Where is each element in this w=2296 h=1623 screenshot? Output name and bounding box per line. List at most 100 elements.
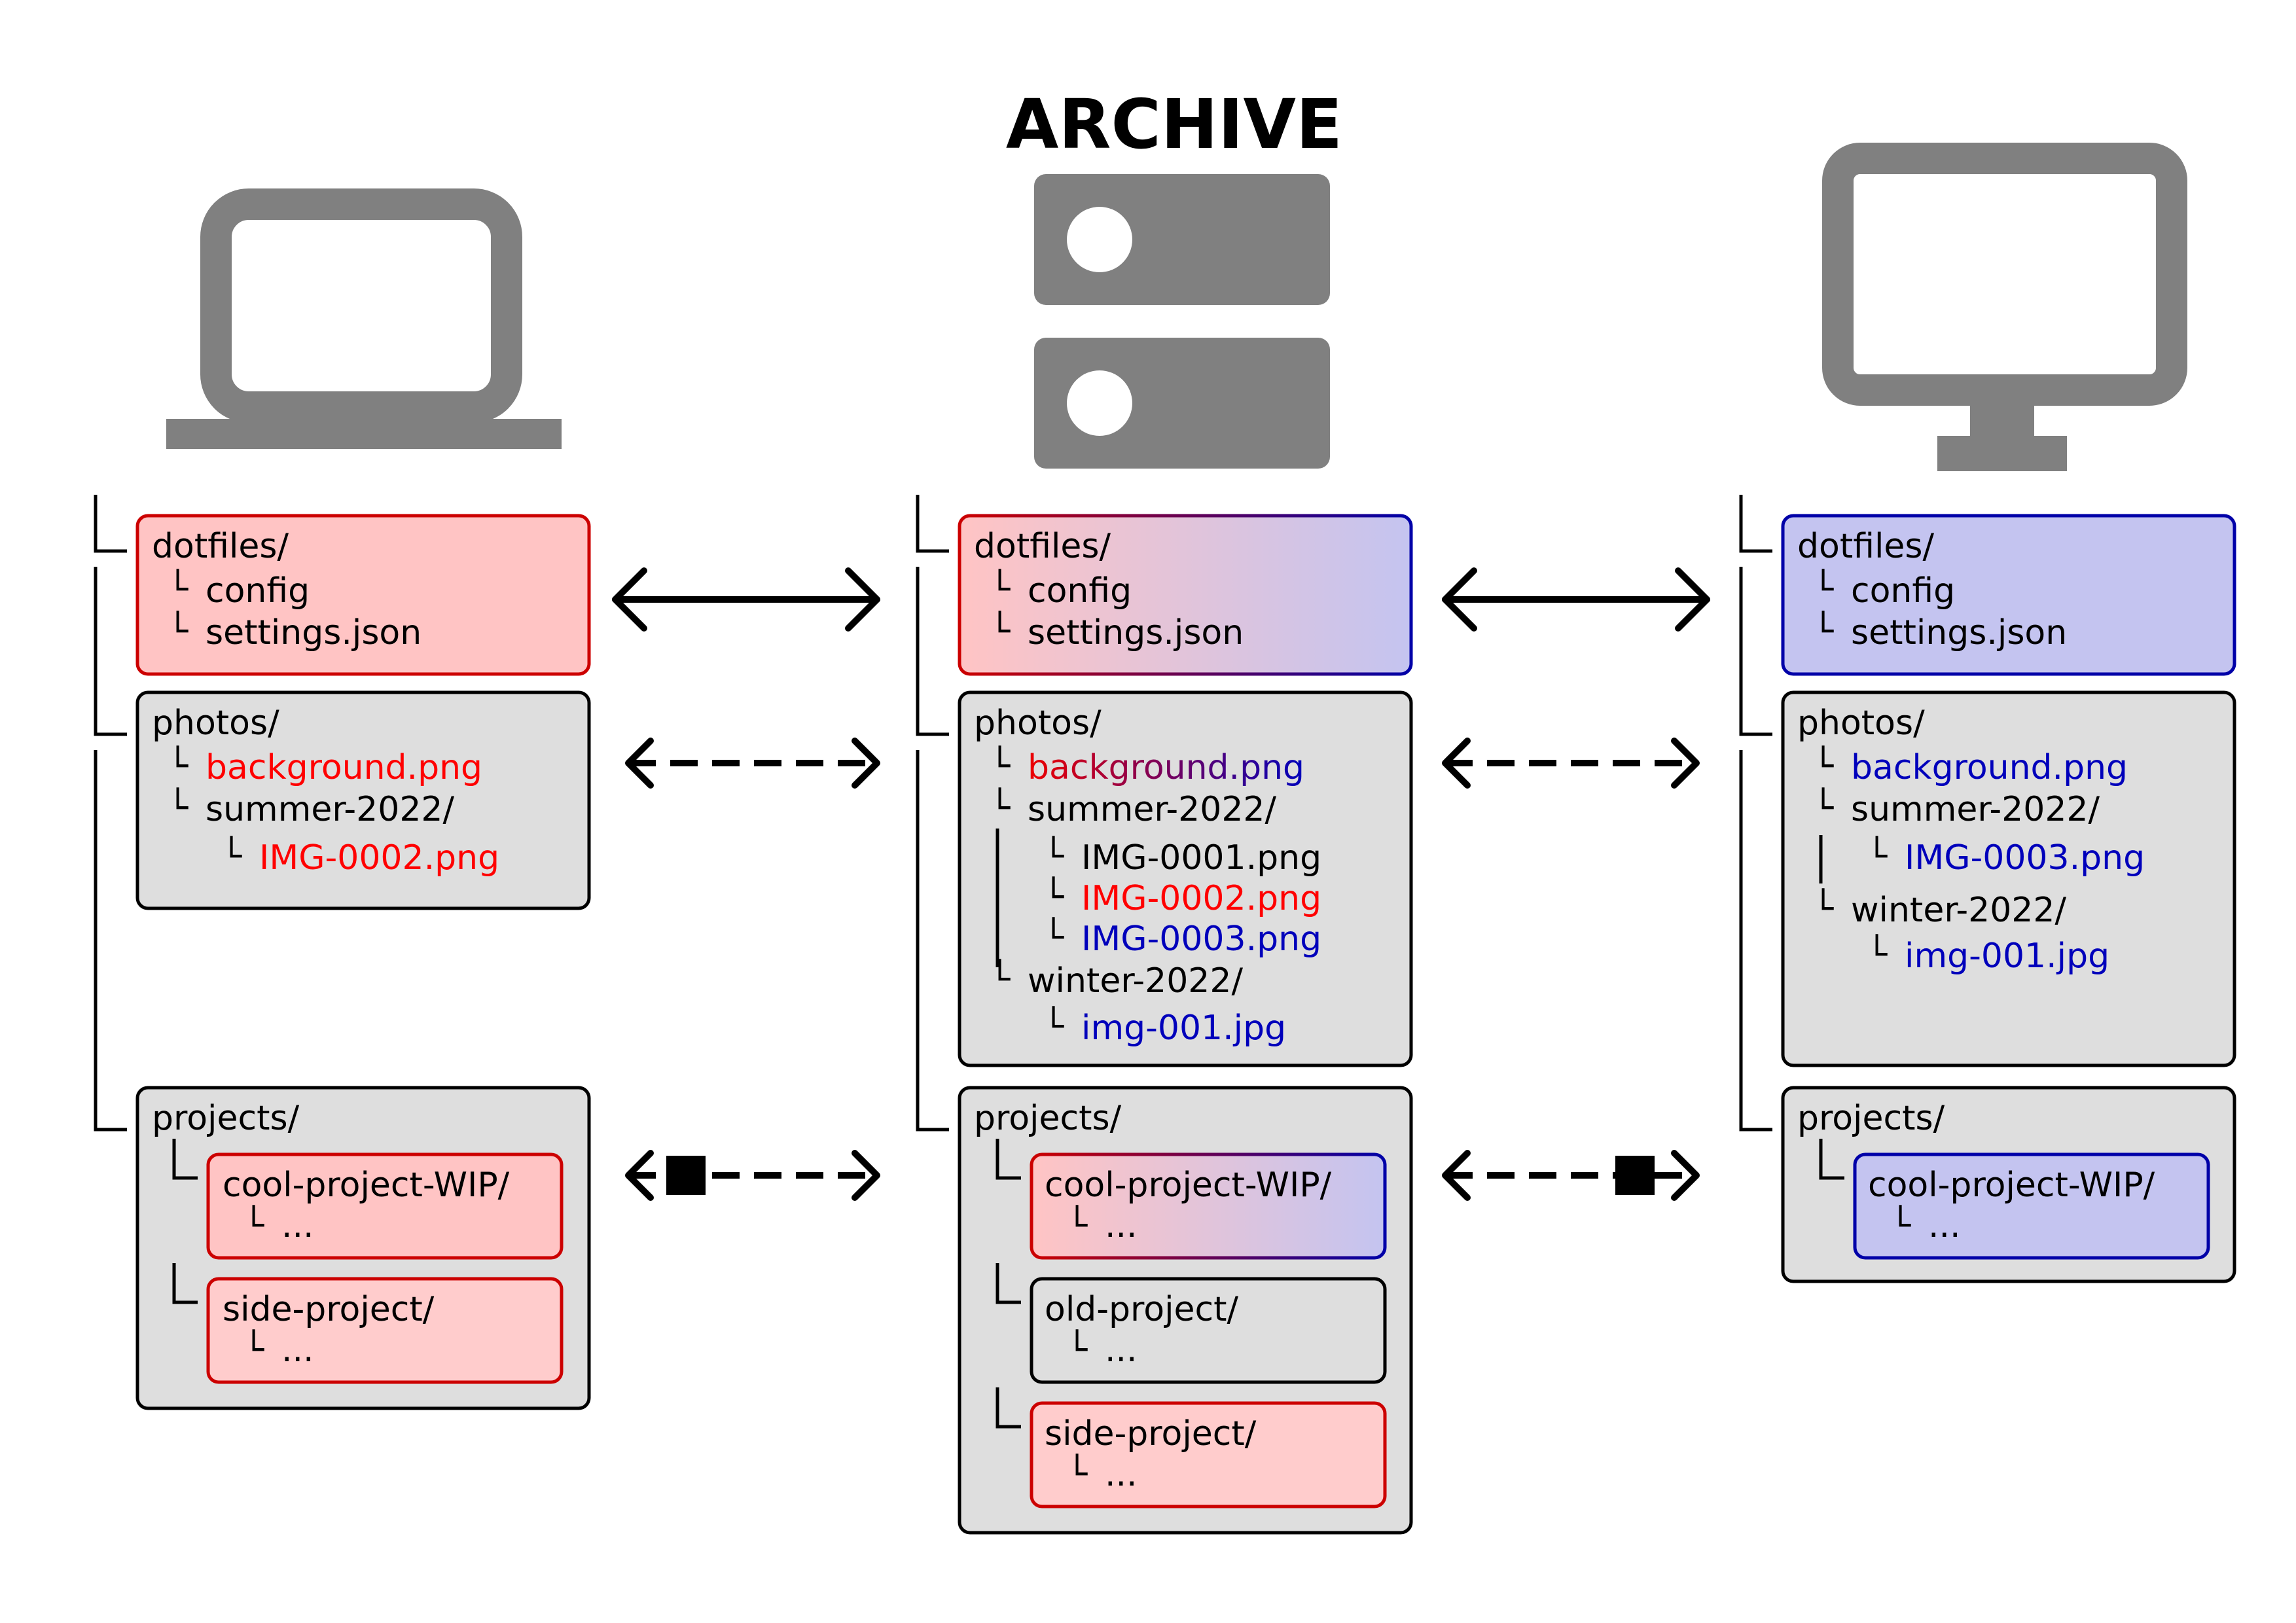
center-dotfiles-box[interactable]: dotfiles/ └ config └ settings.json <box>958 514 1413 676</box>
center-photos-branch-2: └ <box>990 787 1011 828</box>
center-cool-project-ellipsis: ... <box>1105 1206 1138 1245</box>
laptop-icon <box>166 188 562 449</box>
left-photos-branch-1: └ <box>168 745 189 786</box>
center-dotfiles-config: config <box>1028 571 1132 611</box>
left-photos-background: background.png <box>206 748 482 787</box>
left-side-project-label: side-project/ <box>223 1290 435 1329</box>
center-photos-box[interactable]: photos/ └ background.png └ summer-2022/ … <box>958 690 1413 1067</box>
archive-title: ARCHIVE <box>1006 84 1342 164</box>
center-photos-branch-7: └ <box>1043 1006 1065 1046</box>
center-photos-summer: summer-2022/ <box>1028 790 1277 829</box>
arrow-dotfiles-left <box>612 567 880 632</box>
left-dotfiles-box[interactable]: dotfiles/ └ config └ settings.json <box>135 514 591 676</box>
right-cool-project-branch: └ <box>1890 1205 1912 1245</box>
left-tree-lines <box>94 495 127 1132</box>
center-projects-box[interactable]: projects/ cool-project-WIP/ └ ... old-pr… <box>958 1086 1413 1535</box>
center-dotfiles-branch-1: └ <box>990 569 1011 609</box>
left-side-project-box[interactable]: side-project/ └ ... <box>206 1277 564 1384</box>
center-photos-img-0001: IMG-0001.png <box>1081 838 1321 878</box>
right-photos-branch-1: └ <box>1813 745 1835 786</box>
arrow-projects-left <box>625 1150 880 1201</box>
arrow-projects-left-square <box>666 1156 706 1195</box>
arrow-photos-left <box>625 738 880 789</box>
left-side-project-branch: └ <box>243 1329 265 1370</box>
right-photos-branch-5: └ <box>1867 934 1888 974</box>
left-cool-project-branch: └ <box>243 1205 265 1245</box>
right-dotfiles-branch-1: └ <box>1813 569 1835 609</box>
arrow-projects-right <box>1442 1150 1700 1201</box>
center-side-project-box[interactable]: side-project/ └ ... <box>1030 1401 1387 1508</box>
right-photos-branch-3: └ <box>1867 836 1888 876</box>
left-dotfiles-config: config <box>206 571 310 611</box>
center-side-project-label: side-project/ <box>1045 1414 1257 1454</box>
center-photos-branch-5: └ <box>1043 917 1065 957</box>
left-dotfiles-settings: settings.json <box>206 613 422 652</box>
center-side-project-ellipsis: ... <box>1105 1455 1138 1494</box>
center-old-project-box[interactable]: old-project/ └ ... <box>1030 1277 1387 1384</box>
right-photos-img-0003: IMG-0003.png <box>1905 838 2145 878</box>
right-photos-summer: summer-2022/ <box>1851 790 2100 829</box>
center-dotfiles-label: dotfiles/ <box>974 527 1111 566</box>
left-cool-project-box[interactable]: cool-project-WIP/ └ ... <box>206 1152 564 1260</box>
center-old-project-branch: └ <box>1067 1329 1088 1370</box>
left-dotfiles-label: dotfiles/ <box>152 527 289 566</box>
center-photos-branch-3: └ <box>1043 836 1065 876</box>
left-projects-label: projects/ <box>152 1099 300 1138</box>
arrow-photos-right <box>1442 738 1700 789</box>
right-projects-label: projects/ <box>1797 1099 1945 1138</box>
left-dotfiles-branch-1: └ <box>168 569 189 609</box>
center-photos-branch-1: └ <box>990 745 1011 786</box>
center-photos-winter: winter-2022/ <box>1028 961 1243 1001</box>
right-dotfiles-config: config <box>1851 571 1955 611</box>
right-photos-branch-2: └ <box>1813 787 1835 828</box>
arrow-projects-right-square <box>1615 1156 1655 1195</box>
right-cool-project-ellipsis: ... <box>1928 1206 1961 1245</box>
right-projects-branch-1 <box>1819 1139 1844 1180</box>
right-dotfiles-label: dotfiles/ <box>1797 527 1934 566</box>
center-side-project-branch: └ <box>1067 1454 1088 1494</box>
right-photos-box[interactable]: photos/ └ background.png └ summer-2022/ … <box>1781 690 2236 1067</box>
right-cool-project-box[interactable]: cool-project-WIP/ └ ... <box>1853 1152 2210 1260</box>
left-projects-branch-2 <box>172 1263 198 1304</box>
right-photos-img-001: img-001.jpg <box>1905 936 2109 976</box>
right-dotfiles-box[interactable]: dotfiles/ └ config └ settings.json <box>1781 514 2236 676</box>
center-dotfiles-settings: settings.json <box>1028 613 1244 652</box>
right-cool-project-label: cool-project-WIP/ <box>1868 1166 2155 1205</box>
left-photos-label: photos/ <box>152 704 279 743</box>
left-photos-box[interactable]: photos/ └ background.png └ summer-2022/ … <box>135 690 591 910</box>
right-dotfiles-settings: settings.json <box>1851 613 2067 652</box>
server-icon <box>1034 174 1330 469</box>
center-old-project-ellipsis: ... <box>1105 1330 1138 1370</box>
center-photos-branch-4: └ <box>1043 876 1065 917</box>
center-projects-branch-3 <box>996 1387 1021 1429</box>
center-photos-label: photos/ <box>974 704 1102 743</box>
center-projects-branch-2 <box>996 1263 1021 1304</box>
center-projects-label: projects/ <box>974 1099 1122 1138</box>
center-dotfiles-branch-2: └ <box>990 611 1011 651</box>
left-projects-branch-1 <box>172 1139 198 1180</box>
left-photos-branch-3: └ <box>221 836 243 876</box>
center-cool-project-label: cool-project-WIP/ <box>1045 1166 1332 1205</box>
arrow-dotfiles-right <box>1442 567 1710 632</box>
left-side-project-ellipsis: ... <box>281 1330 314 1370</box>
right-photos-background: background.png <box>1851 748 2128 787</box>
center-tree-lines <box>916 495 949 1132</box>
left-cool-project-label: cool-project-WIP/ <box>223 1166 510 1205</box>
right-photos-branch-4: └ <box>1813 888 1835 929</box>
right-projects-box[interactable]: projects/ cool-project-WIP/ └ ... <box>1781 1086 2236 1283</box>
monitor-icon <box>1822 143 2187 471</box>
center-photos-img-0002: IMG-0002.png <box>1081 879 1321 918</box>
right-tree-lines <box>1739 495 1772 1132</box>
center-projects-branch-1 <box>996 1139 1021 1180</box>
left-photos-img-0002: IMG-0002.png <box>259 838 499 878</box>
center-photos-branch-6: └ <box>990 959 1011 999</box>
center-photos-background: background.png <box>1028 748 1304 787</box>
left-cool-project-ellipsis: ... <box>281 1206 314 1245</box>
center-photos-img-001: img-001.jpg <box>1081 1008 1286 1048</box>
left-dotfiles-branch-2: └ <box>168 611 189 651</box>
left-photos-summer: summer-2022/ <box>206 790 455 829</box>
center-old-project-label: old-project/ <box>1045 1290 1239 1329</box>
left-projects-box[interactable]: projects/ cool-project-WIP/ └ ... side-p… <box>135 1086 591 1410</box>
center-cool-project-box[interactable]: cool-project-WIP/ └ ... <box>1030 1152 1387 1260</box>
